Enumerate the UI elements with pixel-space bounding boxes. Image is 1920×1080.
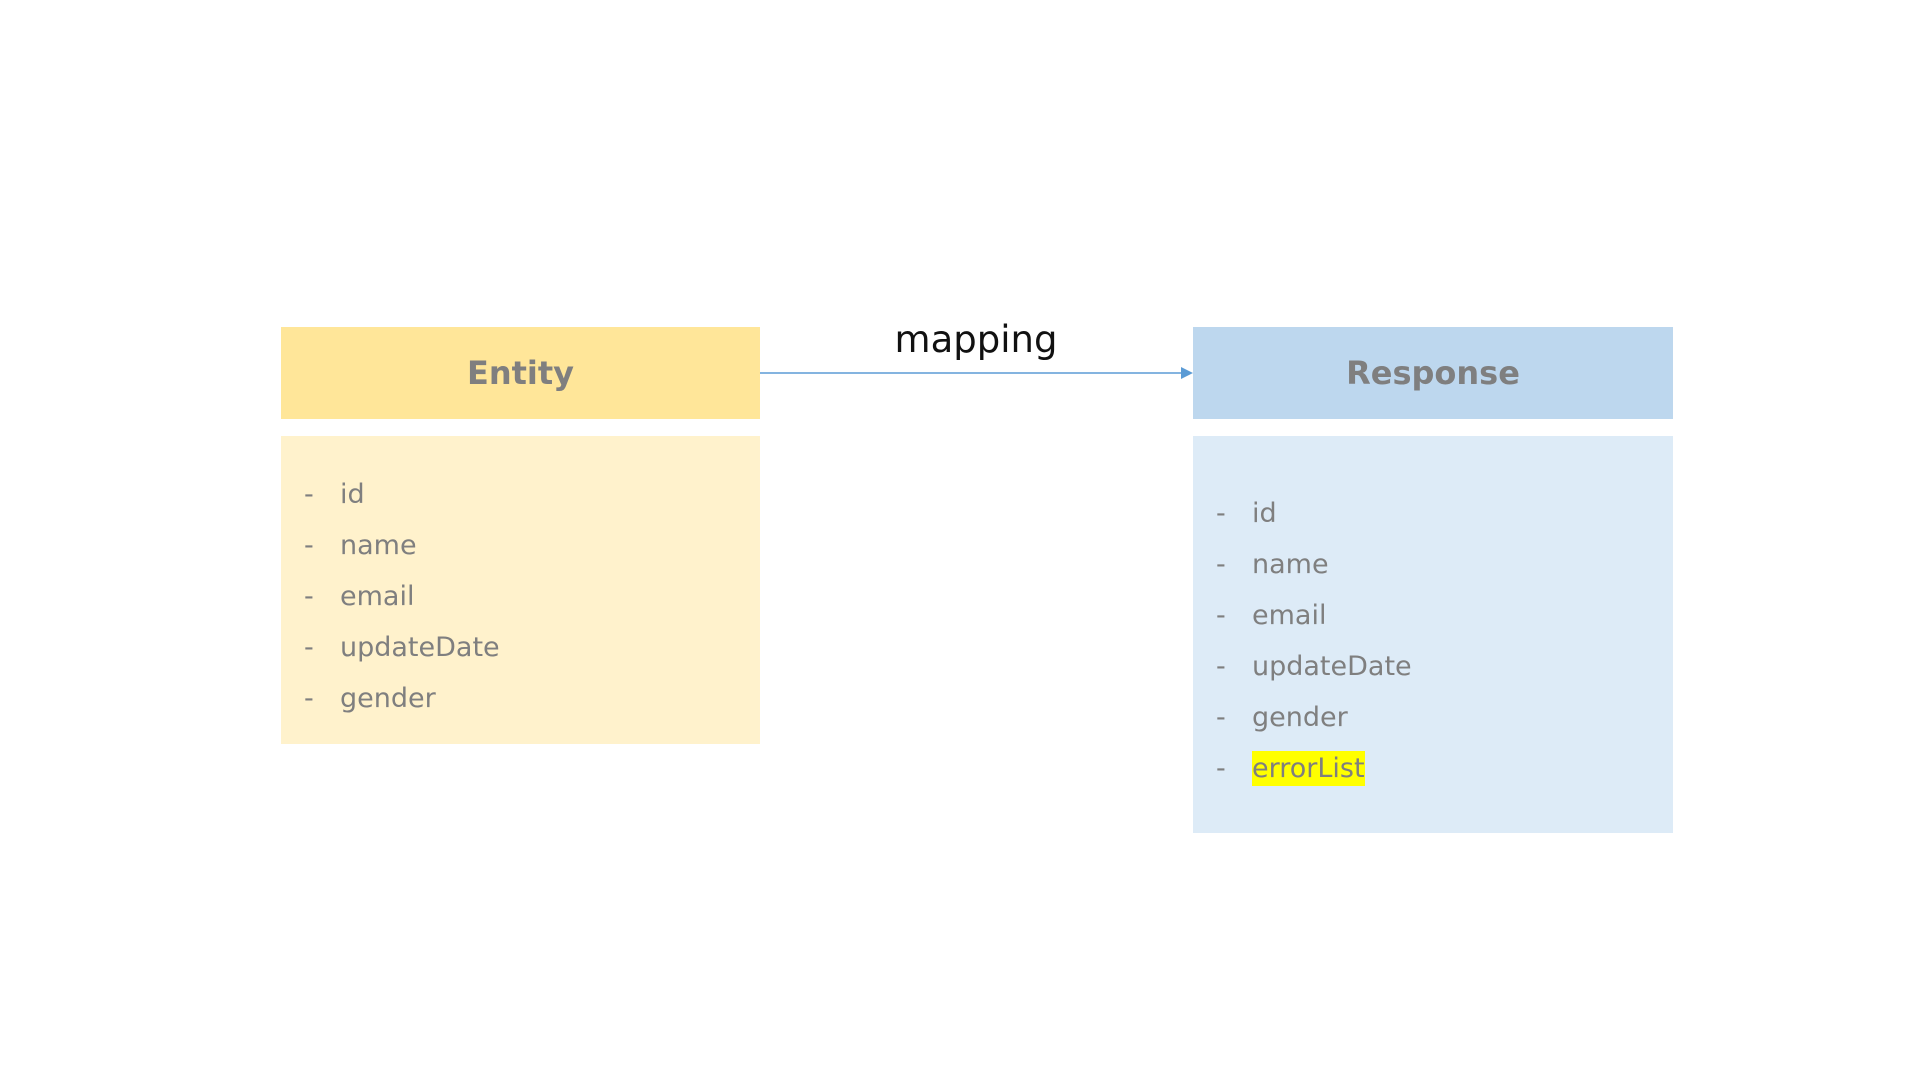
entity-field: -gender: [304, 673, 760, 724]
response-field: -email: [1216, 590, 1673, 641]
bullet-dash: -: [1216, 549, 1226, 580]
bullet-dash: -: [1216, 600, 1226, 631]
entity-field: -email: [304, 571, 760, 622]
response-field: -id: [1216, 488, 1673, 539]
entity-box-body: -id -name -email -updateDate -gender: [281, 436, 760, 744]
entity-box-header: Entity: [281, 327, 760, 419]
bullet-dash: -: [1216, 702, 1226, 733]
response-field-label: id: [1252, 498, 1277, 529]
bullet-dash: -: [304, 530, 314, 561]
bullet-dash: -: [304, 632, 314, 663]
mapping-label: mapping: [894, 318, 1058, 361]
entity-title: Entity: [466, 354, 575, 392]
response-field: -name: [1216, 539, 1673, 590]
response-title: Response: [1346, 354, 1520, 392]
bullet-dash: -: [304, 479, 314, 510]
entity-field-label: email: [340, 581, 415, 612]
bullet-dash: -: [304, 683, 314, 714]
entity-field-label: gender: [340, 683, 436, 714]
response-field-label: email: [1252, 600, 1327, 631]
entity-field: -id: [304, 469, 760, 520]
entity-field-label: updateDate: [340, 632, 500, 663]
response-box-header: Response: [1193, 327, 1673, 419]
entity-field: -updateDate: [304, 622, 760, 673]
bullet-dash: -: [1216, 651, 1226, 682]
response-field-label-highlighted: errorList: [1252, 751, 1365, 786]
response-field-label: gender: [1252, 702, 1348, 733]
entity-field-label: id: [340, 479, 365, 510]
entity-field: -name: [304, 520, 760, 571]
response-field: -errorList: [1216, 743, 1673, 794]
bullet-dash: -: [304, 581, 314, 612]
response-field-label: updateDate: [1252, 651, 1412, 682]
bullet-dash: -: [1216, 753, 1226, 784]
entity-field-label: name: [340, 530, 417, 561]
response-field-list: -id -name -email -updateDate -gender -er…: [1216, 488, 1673, 794]
entity-field-list: -id -name -email -updateDate -gender: [304, 469, 760, 724]
response-field: -updateDate: [1216, 641, 1673, 692]
response-field-label: name: [1252, 549, 1329, 580]
response-box-body: -id -name -email -updateDate -gender -er…: [1193, 436, 1673, 833]
bullet-dash: -: [1216, 498, 1226, 529]
mapping-arrow-head: [1181, 367, 1193, 379]
response-field: -gender: [1216, 692, 1673, 743]
